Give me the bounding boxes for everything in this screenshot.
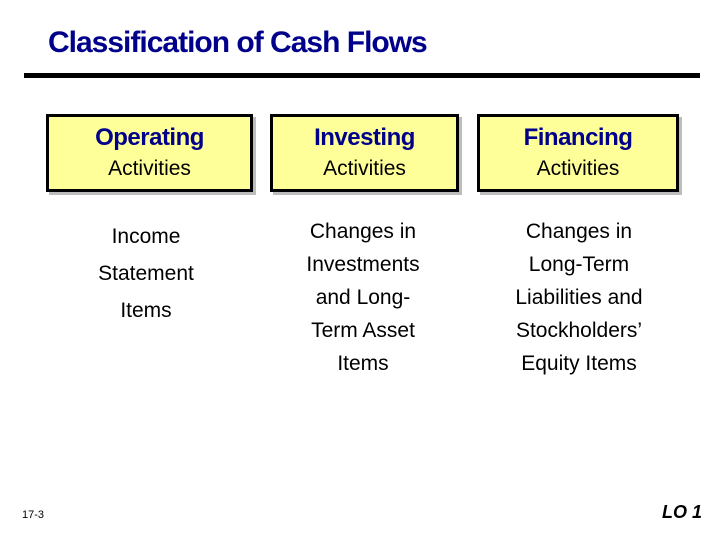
financing-description: Changes in Long-Term Liabilities and Sto…: [515, 220, 643, 375]
operating-subheading: Activities: [108, 157, 191, 180]
financing-activities-box: Financing Activities: [477, 114, 679, 192]
operating-description: Income Statement Items: [98, 225, 194, 322]
financing-heading: Financing: [523, 124, 633, 151]
title-divider: [24, 73, 700, 78]
investing-heading: Investing: [314, 124, 415, 151]
operating-activities-box: Operating Activities: [46, 114, 253, 192]
slide-number: 17-3: [22, 509, 45, 521]
investing-subheading: Activities: [323, 157, 406, 180]
investing-activities-box: Investing Activities: [270, 114, 459, 192]
investing-description: Changes in Investments and Long- Term As…: [306, 220, 420, 375]
learning-objective-label: LO 1: [661, 502, 702, 522]
slide-title: Classification of Cash Flows: [48, 26, 428, 59]
financing-subheading: Activities: [536, 157, 620, 180]
operating-heading: Operating: [95, 124, 204, 151]
